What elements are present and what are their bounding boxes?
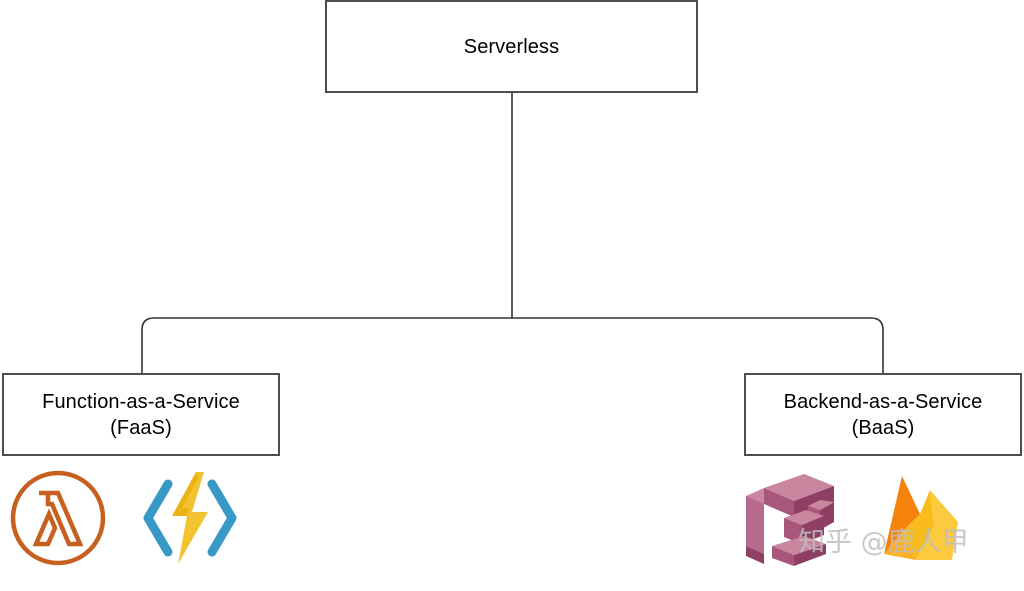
node-serverless[interactable]: Serverless [325, 0, 698, 93]
edge-root-to-faas [141, 317, 512, 373]
azure-functions-icon [143, 472, 237, 564]
node-function-as-a-service-label: Function-as-a-Service (FaaS) [42, 390, 240, 439]
node-function-as-a-service[interactable]: Function-as-a-Service (FaaS) [2, 373, 280, 456]
aws-lambda-icon [10, 470, 106, 566]
aws-amplify-icon [746, 474, 834, 566]
node-backend-as-a-service[interactable]: Backend-as-a-Service (BaaS) [744, 373, 1022, 456]
firebase-icon [884, 476, 958, 560]
node-serverless-label: Serverless [463, 35, 560, 58]
edge-root-to-baas [512, 317, 884, 373]
zhihu-watermark: 知乎 @鹿人甲 [798, 527, 969, 558]
node-backend-as-a-service-label: Backend-as-a-Service (BaaS) [783, 390, 983, 439]
